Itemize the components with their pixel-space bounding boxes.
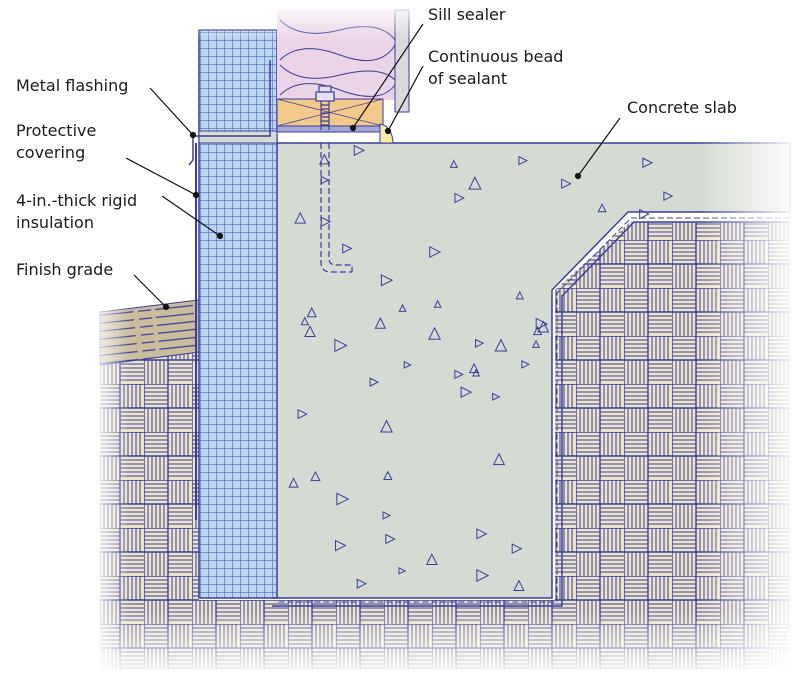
vapor-barrier: [275, 217, 790, 603]
aggregate-mark: [320, 216, 332, 228]
aggregate-mark: [468, 362, 480, 373]
aggregate-mark: [454, 369, 464, 380]
aggregate-mark: [532, 325, 543, 336]
aggregate-mark: [398, 567, 407, 575]
aggregate-mark: [383, 470, 393, 480]
label-concrete-slab: Concrete slab: [627, 98, 737, 117]
aggregate-mark: [353, 144, 366, 157]
aggregate-mark: [294, 211, 307, 224]
aggregate-mark: [476, 569, 490, 582]
aggregate-mark: [374, 316, 387, 329]
aggregate-mark: [425, 553, 438, 565]
aggregate-mark: [369, 377, 380, 387]
label-rigid-insulation-2: insulation: [16, 213, 94, 232]
aggregate-mark: [342, 243, 353, 254]
leader-lines: [125, 23, 621, 311]
soil: [100, 222, 790, 670]
aggregate-mark: [518, 155, 528, 166]
aggregate-mark: [318, 153, 330, 165]
label-protective-covering-1: Protective: [16, 121, 97, 140]
rigid-insulation: [198, 29, 278, 599]
aggregate-mark: [454, 192, 465, 204]
label-metal-flashing: Metal flashing: [16, 76, 129, 95]
aggregate-mark: [515, 290, 525, 300]
label-finish-grade: Finish grade: [16, 260, 114, 279]
aggregate-mark: [336, 492, 350, 506]
aggregate-mark: [492, 392, 501, 401]
aggregate-mark: [476, 528, 488, 540]
aggregate-mark: [334, 338, 348, 353]
aggregate-mark: [310, 470, 321, 482]
aggregate-mark: [300, 316, 310, 326]
aggregate-mark: [428, 326, 442, 340]
aggregate-mark: [663, 191, 674, 202]
aggregate-mark: [380, 274, 394, 287]
aggregate-mark: [288, 477, 299, 488]
aggregate-mark: [380, 419, 394, 433]
aggregate-mark: [531, 339, 541, 348]
aggregate-mark: [597, 203, 607, 213]
aggregate-mark: [304, 325, 316, 337]
aggregate-mark: [511, 543, 523, 555]
aggregate-mark: [535, 317, 549, 331]
aggregate-mark: [433, 299, 442, 308]
aggregate-mark: [356, 578, 368, 589]
aggregate-mark: [306, 306, 317, 318]
aggregate-mark: [385, 533, 396, 545]
aggregate-mark: [561, 178, 572, 190]
label-sealant-bead-2: of sealant: [428, 69, 508, 88]
aggregate-mark: [460, 386, 473, 398]
aggregate-mark: [297, 409, 308, 420]
aggregate-mark: [494, 338, 508, 352]
sill-sealer: [276, 125, 384, 133]
aggregate-mark: [639, 208, 650, 220]
anchor-bolt: [315, 85, 353, 273]
aggregate-mark: [403, 360, 412, 369]
aggregate-mark: [398, 303, 407, 312]
concrete-aggregate: [288, 144, 674, 591]
aggregate-mark: [521, 360, 531, 369]
aggregate-mark: [335, 539, 347, 552]
aggregate-mark: [382, 511, 392, 520]
aggregate-mark: [475, 338, 485, 348]
aggregate-mark: [642, 157, 654, 169]
label-sealant-bead-1: Continuous bead: [428, 47, 564, 66]
aggregate-mark: [492, 452, 506, 466]
aggregate-mark: [449, 159, 459, 168]
aggregate-mark: [513, 579, 525, 591]
label-sill-sealer: Sill sealer: [428, 5, 506, 24]
aggregate-mark: [429, 245, 442, 258]
aggregate-mark: [468, 176, 482, 190]
label-rigid-insulation-1: 4-in.-thick rigid: [16, 191, 138, 210]
slab-edge-line: [272, 221, 790, 607]
label-protective-covering-2: covering: [16, 143, 86, 162]
